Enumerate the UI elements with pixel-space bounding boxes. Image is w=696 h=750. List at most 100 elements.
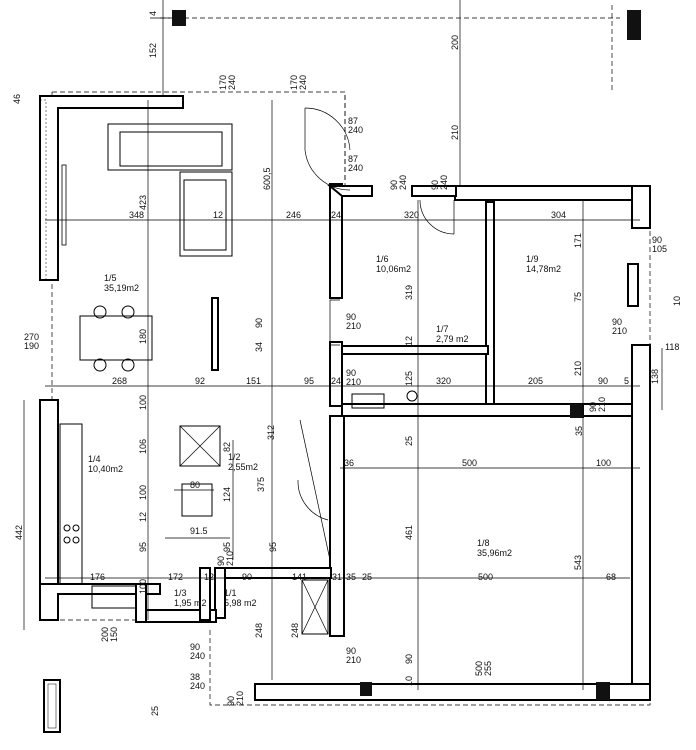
dim-label: 35 <box>346 572 356 582</box>
dim-label: 442 <box>14 525 24 540</box>
armchair <box>179 171 233 257</box>
dim-label: 248 <box>290 623 300 638</box>
furniture <box>59 123 418 635</box>
dim-label: 348 <box>129 210 144 220</box>
window-left-top <box>61 164 67 246</box>
room-number: 1/2 <box>228 452 241 462</box>
room-area: 35,19m2 <box>104 283 139 293</box>
dim-label: 100 <box>138 485 148 500</box>
room-area: 2,55m2 <box>228 462 258 472</box>
dim-label: 246 <box>286 210 301 220</box>
kitchen-counter <box>59 423 83 585</box>
dim-label: 90 <box>346 312 356 322</box>
shower-tray <box>179 425 221 467</box>
top-site-lines <box>150 0 641 190</box>
dim-label: 138 <box>650 369 660 384</box>
dim-label: 320 <box>404 210 419 220</box>
room-number: 1/1 <box>224 588 237 598</box>
dim-label: 151 <box>246 376 261 386</box>
left-wall-hatch <box>39 99 47 281</box>
room-number: 1/8 <box>477 538 490 548</box>
dim-label: 90 <box>588 402 598 412</box>
dim-label: 210 <box>597 397 607 412</box>
room-number: 1/3 <box>174 588 187 598</box>
partition-bar <box>211 297 219 371</box>
dim-label: 95 <box>268 542 278 552</box>
dim-label: 320 <box>436 376 451 386</box>
dim-label: 461 <box>404 525 414 540</box>
dim-label: 100 <box>596 458 611 468</box>
dim-label: 25 <box>404 436 414 446</box>
dim-label: 240 <box>227 75 237 90</box>
bottom-left-marker <box>43 679 61 733</box>
dim-label: 141 <box>292 572 307 582</box>
dim-label: 95 <box>222 542 232 552</box>
dim-label: 172 <box>168 572 183 582</box>
dim-label: 90 <box>242 572 252 582</box>
exterior-walls <box>39 95 651 701</box>
dim-label: 210 <box>573 361 583 376</box>
room-labels: 1/5 35,19m2 1/6 10,06m2 1/7 2,79 m2 1/9 … <box>88 254 561 608</box>
room-number: 1/5 <box>104 273 117 283</box>
room-area: 5,98 m2 <box>224 598 257 608</box>
dim-label: 124 <box>222 487 232 502</box>
dim-label: 31 <box>332 572 342 582</box>
dim-label: 35 <box>574 426 584 436</box>
room-area: 10,40m2 <box>88 464 123 474</box>
dim-label: 210 <box>235 691 245 706</box>
top-left-post <box>172 10 186 26</box>
dim-label: 152 <box>148 43 158 58</box>
room-number: 1/4 <box>88 454 101 464</box>
dim-label: 38 <box>190 672 200 682</box>
dim-label: 240 <box>298 75 308 90</box>
dim-label: 500 <box>474 661 484 676</box>
bottom-post-2 <box>596 682 610 700</box>
window-right-1 <box>627 263 639 307</box>
dim-label: 90 <box>652 235 662 245</box>
dim-label: 210 <box>346 377 361 387</box>
dim-label: 12 <box>204 572 214 582</box>
dim-label: 90 <box>226 696 236 706</box>
dim-label: 36 <box>344 458 354 468</box>
dim-label: 180 <box>138 329 148 344</box>
dim-label: 240 <box>190 651 205 661</box>
dim-label: 210 <box>346 321 361 331</box>
room-number: 1/9 <box>526 254 539 264</box>
dim-label: 240 <box>348 125 363 135</box>
dim-label: 240 <box>190 681 205 691</box>
bottom-post-1 <box>360 682 372 696</box>
dim-label: 12 <box>213 210 223 220</box>
storage-hatch <box>301 579 329 635</box>
dim-label: 105 <box>652 244 667 254</box>
dimension-labels: 4 152 200 46 170 240 170 240 87 240 87 2… <box>12 11 682 716</box>
dim-label: 10 <box>672 296 682 306</box>
dim-label: 171 <box>573 233 583 248</box>
dim-label: 5 <box>624 376 629 386</box>
dim-label: 210 <box>346 655 361 665</box>
dim-label: 150 <box>109 627 119 642</box>
dim-label: 95 <box>138 542 148 552</box>
dim-label: 106 <box>138 439 148 454</box>
dim-label: 90 <box>430 180 440 190</box>
sink <box>91 585 137 609</box>
dim-label: 190 <box>24 341 39 351</box>
washbasin-17 <box>351 393 385 409</box>
dim-label: 90 <box>346 646 356 656</box>
dim-label: 312 <box>266 425 276 440</box>
dim-label: 90 <box>346 368 356 378</box>
dim-label: 82 <box>222 442 232 452</box>
dim-label: 240 <box>398 175 408 190</box>
dim-label: 600,5 <box>262 167 272 190</box>
dim-label: 200 <box>100 627 110 642</box>
dim-label: 100 <box>138 395 148 410</box>
dining-table <box>79 315 153 361</box>
dim-label: 90 <box>612 317 622 327</box>
dim-label: 90 <box>598 376 608 386</box>
dim-label: 268 <box>112 376 127 386</box>
dim-label: 200 <box>450 35 460 50</box>
dim-label: 125 <box>404 371 414 386</box>
dim-label: 248 <box>254 623 264 638</box>
dim-label: 87 <box>348 116 358 126</box>
dim-label: 25 <box>362 572 372 582</box>
